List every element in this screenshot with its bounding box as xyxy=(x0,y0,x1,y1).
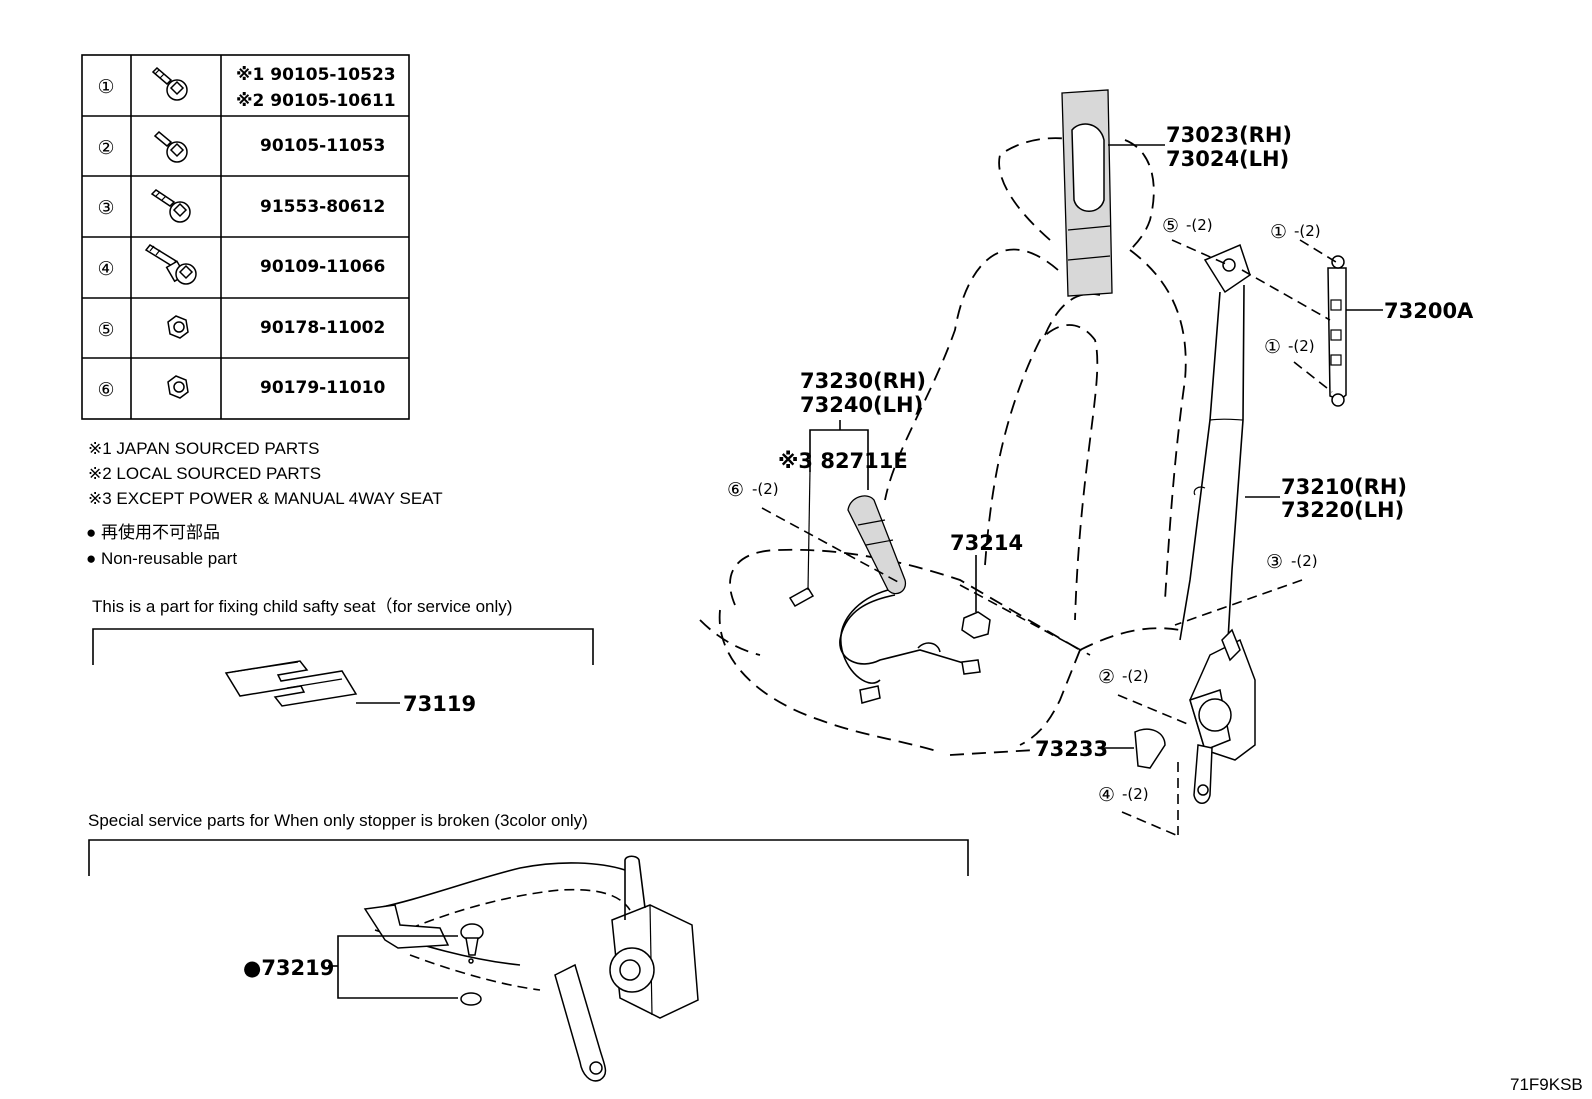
bolt-icon xyxy=(150,189,191,223)
svg-text:①: ① xyxy=(1270,221,1287,243)
note-non-reusable-jp: ● 再使用不可部品 xyxy=(86,522,220,542)
stopper-part-box: Special service parts for When only stop… xyxy=(88,811,969,1082)
table-row: ① ※1 90105-10523 ※2 90105-10611 xyxy=(97,65,395,111)
callout-2: ② -(2) xyxy=(1098,666,1191,726)
part-label-73220: 73220(LH) xyxy=(1281,498,1404,522)
part-label-73233: 73233 xyxy=(1035,737,1108,761)
sensor-82711E xyxy=(788,469,815,608)
svg-text:⑤: ⑤ xyxy=(1162,215,1179,237)
callout-6: ⑥ -(2) xyxy=(727,479,899,583)
callout-4: ④ -(2) xyxy=(1098,762,1179,836)
bolt-icon xyxy=(153,130,188,163)
note-non-reusable-en: ● Non-reusable part xyxy=(86,549,237,568)
svg-text:-(2): -(2) xyxy=(1291,552,1318,570)
part-number: 90105-11053 xyxy=(260,136,385,156)
svg-text:②: ② xyxy=(1098,666,1115,688)
part-number: ※2 90105-10611 xyxy=(236,91,396,111)
table-row: ③ 91553-80612 xyxy=(97,189,385,223)
svg-text:-(2): -(2) xyxy=(752,480,779,498)
svg-text:-(2): -(2) xyxy=(1122,785,1149,803)
note-local-sourced: ※2 LOCAL SOURCED PARTS xyxy=(88,464,321,483)
part-label-82711E: ※3 82711E xyxy=(778,449,908,473)
part-label-73230: 73230(RH) xyxy=(800,369,926,393)
table-row: ⑤ 90178-11002 xyxy=(97,315,385,341)
callout-3: ③ -(2) xyxy=(959,551,1318,656)
callout-1-upper: ① -(2) xyxy=(1241,221,1337,321)
svg-text:①: ① xyxy=(1264,336,1281,358)
row-index: ② xyxy=(97,137,114,159)
part-label-73024: 73024(LH) xyxy=(1166,147,1289,171)
row-index: ④ xyxy=(97,258,114,280)
svg-text:⑥: ⑥ xyxy=(727,479,744,501)
svg-text:④: ④ xyxy=(1098,784,1115,806)
part-label-73219: ●73219 xyxy=(243,956,334,980)
part-label-73200A: 73200A xyxy=(1384,299,1474,323)
part-label-73119: 73119 xyxy=(403,692,476,716)
nut-icon xyxy=(167,315,189,339)
svg-text:-(2): -(2) xyxy=(1186,216,1213,234)
height-adjuster-73200A xyxy=(1327,255,1347,407)
part-number: ※1 90105-10523 xyxy=(236,65,396,85)
part-label-73240: 73240(LH) xyxy=(800,393,923,417)
child-seat-caption: This is a part for fixing child safty se… xyxy=(92,597,512,616)
legend-notes: ※1 JAPAN SOURCED PARTS ※2 LOCAL SOURCED … xyxy=(86,439,443,568)
callout-1-lower: ① -(2) xyxy=(1264,336,1333,393)
nut-cover-73214 xyxy=(961,555,991,639)
part-label-73210: 73210(RH) xyxy=(1281,475,1407,499)
svg-text:-(2): -(2) xyxy=(1294,222,1321,240)
row-index: ⑤ xyxy=(97,319,114,341)
part-number: 91553-80612 xyxy=(260,197,385,217)
part-number: 90178-11002 xyxy=(260,318,385,338)
table-row: ② 90105-11053 xyxy=(97,130,385,163)
table-row: ④ 90109-11066 xyxy=(97,244,385,285)
stud-bolt-icon xyxy=(144,244,197,285)
seat-outline xyxy=(699,137,1187,756)
note-japan-sourced: ※1 JAPAN SOURCED PARTS xyxy=(88,439,320,458)
svg-text:-(2): -(2) xyxy=(1122,667,1149,685)
table-row: ⑥ 90179-11010 xyxy=(97,375,386,401)
fastener-table: ① ※1 90105-10523 ※2 90105-10611 ② 90105-… xyxy=(81,54,410,420)
row-index: ⑥ xyxy=(97,379,114,401)
part-number: 90179-11010 xyxy=(260,378,386,398)
svg-text:③: ③ xyxy=(1266,551,1283,573)
note-except-power-seat: ※3 EXCEPT POWER & MANUAL 4WAY SEAT xyxy=(88,489,443,508)
svg-text:-(2): -(2) xyxy=(1288,337,1315,355)
part-number: 90109-11066 xyxy=(260,257,385,277)
diagram-code: 71F9KSB xyxy=(1510,1075,1583,1094)
part-label-73214: 73214 xyxy=(950,531,1023,555)
row-index: ③ xyxy=(97,197,114,219)
anchor-plate-icon xyxy=(224,660,358,707)
nut-icon xyxy=(167,375,189,399)
outer-belt-73210 xyxy=(1179,243,1256,804)
part-label-73023: 73023(RH) xyxy=(1166,123,1292,147)
bolt-icon xyxy=(151,66,188,101)
row-index: ① xyxy=(97,76,114,98)
buckle-73230 xyxy=(839,495,981,704)
belt-guide-73023 xyxy=(1061,89,1113,297)
child-seat-part-box: This is a part for fixing child safty se… xyxy=(92,597,594,716)
callout-5: ⑤ -(2) xyxy=(1162,215,1227,265)
cover-73233 xyxy=(1134,728,1166,769)
stopper-caption: Special service parts for When only stop… xyxy=(88,811,588,830)
